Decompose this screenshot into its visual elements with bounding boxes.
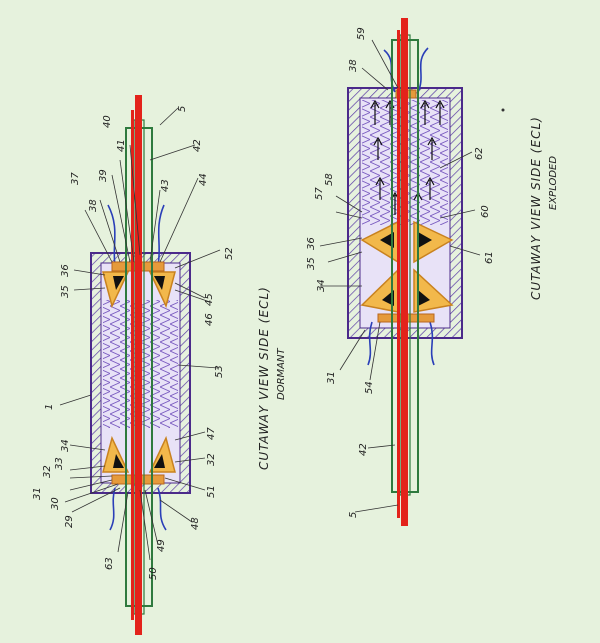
left-caption-line1: CUTAWAY VIEW SIDE (ECL): [257, 286, 271, 470]
label-33: 33: [54, 457, 65, 470]
label-38: 38: [88, 199, 99, 212]
rlabel-54: 54: [364, 381, 375, 394]
label-32a: 32: [42, 465, 53, 478]
rlabel-59: 59: [356, 27, 367, 40]
rlabel-62: 62: [474, 147, 485, 160]
label-52: 52: [224, 247, 235, 260]
label-48: 48: [190, 517, 201, 530]
label-34: 34: [60, 439, 71, 452]
right-wire-top-b: [417, 47, 429, 93]
label-5: 5: [177, 106, 188, 112]
label-29: 29: [64, 515, 75, 528]
right-caption: CUTAWAY VIEW SIDE (ECL) EXPLODED: [529, 116, 559, 300]
rlabel-5: 5: [348, 512, 359, 518]
label-53: 53: [214, 365, 225, 378]
left-lower-cone-right: [148, 435, 176, 473]
label-42: 42: [192, 139, 203, 152]
left-rod-red: [135, 95, 142, 635]
left-upper-cone-left: [102, 271, 130, 309]
left-labels: 1 5 35 36 37 38 39 40 41 42 43 44 52 45 …: [32, 106, 235, 580]
right-rod-red: [401, 18, 408, 526]
right-rod-red-b: [397, 30, 400, 518]
right-lower-black-r: [418, 290, 430, 306]
label-1: 1: [44, 404, 55, 410]
left-wire-top-b: [157, 204, 165, 266]
label-49: 49: [156, 539, 167, 552]
left-lower-cone-left: [102, 435, 130, 473]
right-wire-bot-a: [367, 321, 373, 366]
right-caption-line2: EXPLODED: [548, 156, 559, 210]
left-device-dormant: [90, 95, 191, 635]
left-lower-black-l: [113, 454, 124, 468]
label-40: 40: [102, 115, 113, 128]
label-45: 45: [204, 293, 215, 306]
rlabel-38: 38: [348, 59, 359, 72]
left-rod-red-b: [131, 110, 134, 620]
stray-dot: [501, 108, 505, 112]
right-leaders: [319, 39, 481, 513]
right-upper-black-r: [418, 232, 432, 248]
label-36: 36: [60, 264, 71, 277]
left-wire-bot-a: [109, 487, 116, 531]
left-caption: CUTAWAY VIEW SIDE (ECL) DORMANT: [257, 286, 287, 470]
label-35: 35: [60, 285, 71, 298]
right-wire-top-a: [383, 49, 396, 93]
left-leaders: [59, 107, 221, 561]
label-30: 30: [50, 497, 61, 510]
label-46: 46: [204, 313, 215, 326]
left-caption-line2: DORMANT: [276, 348, 287, 400]
label-32b: 32: [206, 453, 217, 466]
label-37: 37: [70, 172, 81, 185]
label-41: 41: [116, 139, 127, 152]
left-wire-bot-b: [157, 487, 167, 531]
rlabel-36: 36: [306, 237, 317, 250]
rlabel-42: 42: [358, 443, 369, 456]
label-43: 43: [160, 179, 171, 192]
left-wire-top-a: [107, 204, 116, 266]
rlabel-31: 31: [326, 371, 337, 384]
left-upper-black-l: [113, 276, 124, 290]
right-labels: 38 59 57 58 34 35 36 31 54 42 5 62 60 61: [306, 27, 495, 518]
left-upper-cone-right: [148, 271, 176, 309]
rlabel-35: 35: [306, 257, 317, 270]
right-device-exploded: [347, 18, 463, 526]
right-upper-cone-right: [413, 220, 454, 264]
right-wire-bot-b: [429, 321, 435, 366]
label-44: 44: [198, 173, 209, 186]
rlabel-58: 58: [324, 173, 335, 186]
right-caption-line1: CUTAWAY VIEW SIDE (ECL): [529, 116, 543, 300]
left-upper-black-r: [154, 276, 165, 290]
right-upper-black-l: [380, 232, 394, 248]
rlabel-60: 60: [480, 205, 491, 218]
label-63: 63: [104, 557, 115, 570]
label-51: 51: [206, 485, 217, 498]
label-31: 31: [32, 487, 43, 500]
left-lower-black-r: [154, 454, 165, 468]
label-47: 47: [206, 427, 217, 440]
rlabel-57: 57: [314, 187, 325, 200]
rlabel-61: 61: [484, 251, 495, 264]
rlabel-34: 34: [316, 279, 327, 292]
label-39: 39: [98, 169, 109, 182]
label-50: 50: [148, 567, 159, 580]
